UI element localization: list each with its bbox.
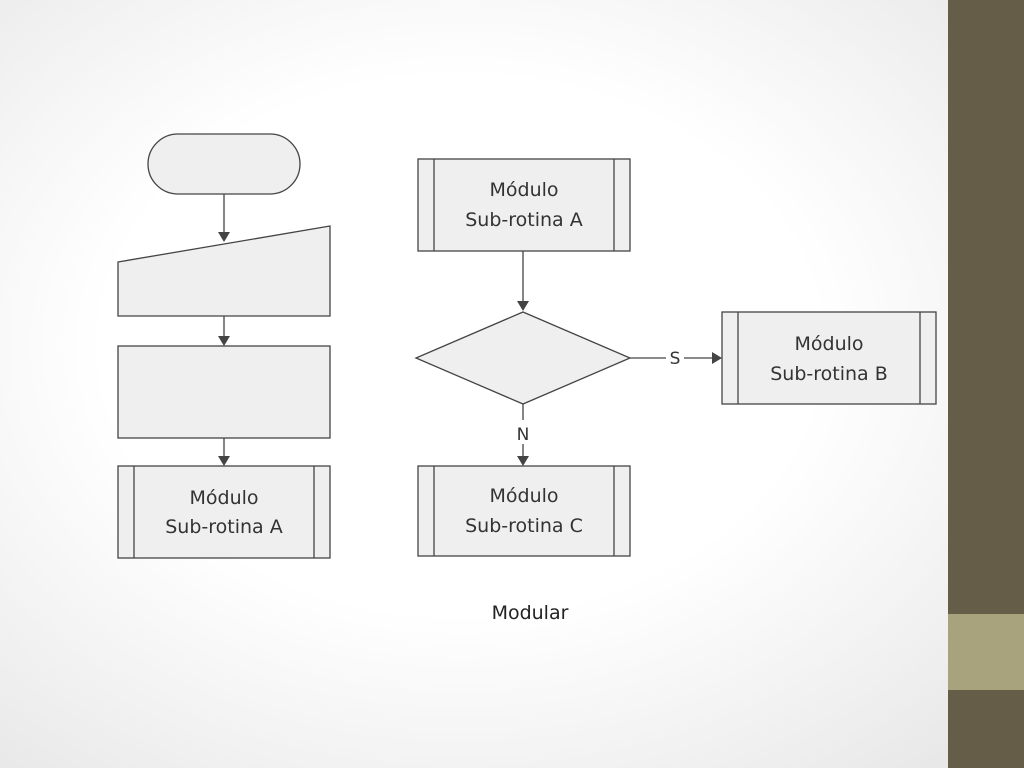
right-module-c-line1: Módulo — [489, 485, 558, 507]
process-shape — [117, 345, 331, 439]
right-module-c-line2: Sub-rotina C — [465, 515, 583, 537]
right-module-a-line2: Sub-rotina A — [465, 209, 583, 231]
flowchart-diagram: Módulo Sub-rotina A Módulo Sub-rotina A — [117, 133, 937, 559]
slide-caption: Modular — [491, 602, 569, 624]
no-label: N — [517, 425, 530, 445]
left-module-a-line2: Sub-rotina A — [165, 516, 283, 538]
right-module-b-line2: Sub-rotina B — [770, 363, 888, 385]
connector-terminator-to-input — [218, 194, 230, 242]
connector-input-to-process — [218, 316, 230, 346]
sidebar-accent-block — [948, 614, 1024, 690]
yes-label: S — [670, 349, 681, 369]
manual-input-shape — [117, 225, 331, 317]
right-module-a: Módulo Sub-rotina A — [417, 158, 631, 252]
connector-decision-no: N — [517, 404, 530, 466]
left-flowchart: Módulo Sub-rotina A — [117, 133, 331, 559]
right-module-b: Módulo Sub-rotina B — [721, 311, 937, 405]
terminator-shape — [147, 133, 301, 195]
right-module-b-line1: Módulo — [794, 333, 863, 355]
decision-shape — [414, 311, 632, 405]
right-flowchart: Módulo Sub-rotina A S Módulo Sub-rotina … — [414, 158, 937, 557]
connector-module-a-to-decision — [517, 251, 529, 311]
left-module-a-line1: Módulo — [189, 487, 258, 509]
connector-process-to-module — [218, 438, 230, 466]
right-module-a-line1: Módulo — [489, 179, 558, 201]
connector-decision-yes: S — [630, 349, 722, 369]
right-module-c: Módulo Sub-rotina C — [417, 465, 631, 557]
left-module-a: Módulo Sub-rotina A — [117, 465, 331, 559]
